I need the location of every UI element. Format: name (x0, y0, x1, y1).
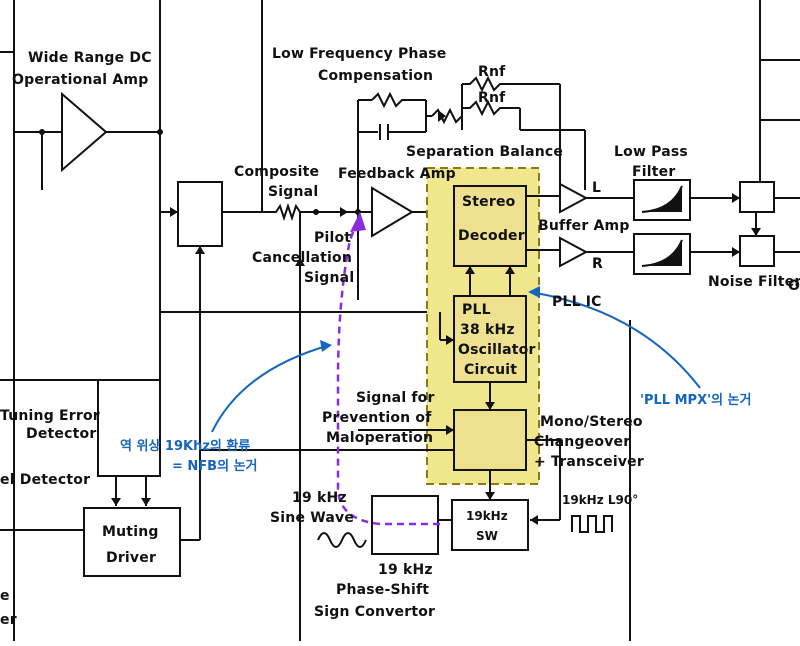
label-mono-stereo: Mono/Stereo (540, 414, 643, 430)
label-oscillator: Oscillator (458, 342, 536, 358)
nfb-feedback-path (336, 213, 440, 526)
label-19khz-2: 19 kHz (378, 562, 433, 578)
label-rnf-1: Rnf (478, 64, 506, 80)
label-38khz: 38 kHz (460, 322, 515, 338)
label-sw: SW (476, 529, 498, 543)
stereo-decoder-block (453, 185, 527, 267)
label-low-pass: Low Pass (614, 144, 688, 160)
square-wave-icon (571, 515, 613, 533)
low-pass-filter-l (633, 179, 691, 221)
label-transceiver: + Transceiver (534, 454, 644, 470)
label-sw-19khz: 19kHz (466, 509, 508, 523)
label-19khz-l90: 19kHz L90° (562, 493, 638, 507)
label-signal: Signal (268, 184, 318, 200)
sine-wave-icon (317, 532, 367, 548)
label-lf-phase: Low Frequency Phase (272, 46, 446, 62)
label-detector: Detector (26, 426, 96, 442)
label-sign-convertor: Sign Convertor (314, 604, 435, 620)
label-driver: Driver (106, 550, 156, 566)
label-circuit: Circuit (464, 362, 517, 378)
label-phase-shift: Phase-Shift (336, 582, 429, 598)
feedback-amp (371, 186, 414, 238)
nfb-arrowhead (350, 212, 366, 232)
nfb-annotation-arrow (211, 344, 331, 433)
label-decoder: Decoder (458, 228, 525, 244)
label-pilot: Pilot (314, 230, 351, 246)
low-pass-filter-r (633, 233, 691, 275)
label-tuning-error: Tuning Error (0, 408, 100, 424)
composite-resistor (262, 202, 316, 222)
label-edge-er: er (0, 612, 17, 628)
label-rnf-2: Rnf (478, 90, 506, 106)
label-compensation: Compensation (318, 68, 433, 84)
phase-shift-sign-convertor-block (371, 495, 439, 555)
muting-driver-block (83, 507, 181, 577)
label-prevention-of: Prevention of (322, 410, 432, 426)
sw-19khz-block (451, 499, 529, 551)
label-edge-o: O (788, 278, 800, 294)
label-changeover: Changeover (534, 434, 630, 450)
noise-filter-block-l (739, 181, 775, 213)
label-maloperation: Maloperation (326, 430, 433, 446)
label-out-l: L (592, 180, 601, 196)
annotation-nfb-line1: 역 위상 19Khz의 환류 (120, 438, 250, 454)
pll-mpx-annotation-arrow (529, 291, 701, 389)
label-wide-range: Wide Range DC (28, 50, 152, 66)
label-noise-filter: Noise Filter (708, 274, 800, 290)
label-sine-wave: Sine Wave (270, 510, 354, 526)
feedback-network (355, 75, 586, 300)
label-feedback-amp: Feedback Amp (338, 166, 456, 182)
label-separation-balance: Separation Balance (406, 144, 563, 160)
label-signal-2: Signal (304, 270, 354, 286)
noise-filter-block-r (739, 235, 775, 267)
label-out-r: R (592, 256, 603, 272)
mono-stereo-block (453, 409, 527, 471)
label-filter: Filter (632, 164, 675, 180)
label-operational-amp: Operational Amp (12, 72, 148, 88)
output-chain (526, 182, 634, 268)
label-muting: Muting (102, 524, 159, 540)
label-19khz-1: 19 kHz (292, 490, 347, 506)
tuning-error-detector-block (97, 379, 161, 477)
label-edge-e: e (0, 588, 10, 604)
input-separator-block (177, 181, 223, 247)
label-level-detector: el Detector (0, 472, 90, 488)
label-signal-for: Signal for (356, 390, 435, 406)
annotation-pll-mpx: 'PLL MPX'의 논거 (640, 392, 751, 408)
pll-oscillator-block (453, 295, 527, 383)
label-pll-ic: PLL IC (552, 294, 602, 310)
label-cancellation: Cancellation (252, 250, 352, 266)
wide-range-op-amp (61, 91, 108, 173)
label-stereo: Stereo (462, 194, 516, 210)
label-buffer-amp: Buffer Amp (538, 218, 630, 234)
label-composite: Composite (234, 164, 319, 180)
annotation-nfb-line2: = NFB의 논거 (172, 458, 258, 474)
label-pll: PLL (462, 302, 491, 318)
